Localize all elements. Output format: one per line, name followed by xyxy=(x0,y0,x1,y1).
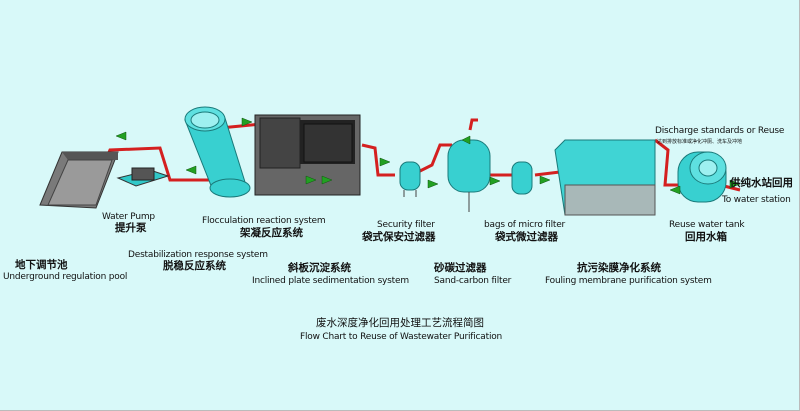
discharge-label-cn: 达到排放标准或净化冲厕、洗车及冲地 xyxy=(657,139,743,145)
sand-label-en: Sand-carbon filter xyxy=(434,276,512,286)
flocculation-label-cn: 架凝反应系统 xyxy=(240,227,303,239)
micro-filter xyxy=(511,161,533,195)
inclined-label-cn: 斜板沉淀系统 xyxy=(288,262,351,274)
security-label-en: Security filter xyxy=(377,220,435,230)
pipes xyxy=(93,118,741,192)
security-label-cn: 袋式保安过滤器 xyxy=(362,231,436,243)
pool-label-en: Underground regulation pool xyxy=(3,272,128,282)
membrane-label-cn: 抗污染膜净化系统 xyxy=(577,262,661,274)
water-pump xyxy=(116,167,170,187)
pump-label-en: Water Pump xyxy=(102,212,155,222)
membrane-system xyxy=(554,139,656,216)
pool-label-cn: 地下调节池 xyxy=(15,259,68,271)
sand-label-cn: 砂碳过滤器 xyxy=(434,262,487,274)
station-label-en: To water station xyxy=(722,195,791,205)
flow-arrows xyxy=(115,117,741,195)
diagram-title-en: Flow Chart to Reuse of Wastewater Purifi… xyxy=(300,332,503,342)
diagram-title-cn: 废水深度净化回用处理工艺流程简图 xyxy=(316,317,484,329)
destabilization-label-en: Destabilization response system xyxy=(128,250,268,260)
membrane-label-en: Fouling membrane purification system xyxy=(545,276,712,286)
underground-pool xyxy=(39,151,119,209)
reuse-water-tank xyxy=(677,151,727,203)
tank-label-en: Reuse water tank xyxy=(669,220,745,230)
sedimentation-tank xyxy=(254,114,361,196)
flocculation-label-en: Flocculation reaction system xyxy=(202,216,326,226)
micro-label-en: bags of micro filter xyxy=(484,220,566,230)
security-filter xyxy=(399,161,421,197)
sand-carbon-filter xyxy=(447,139,491,212)
tank-label-cn: 回用水箱 xyxy=(685,231,727,243)
pump-label-cn: 提升泵 xyxy=(115,222,147,234)
inclined-label-en: Inclined plate sedimentation system xyxy=(252,276,409,286)
discharge-label-en: Discharge standards or Reuse xyxy=(655,126,785,136)
station-label-cn: 供纯水站回用 xyxy=(730,177,793,189)
micro-label-cn: 袋式微过滤器 xyxy=(495,231,558,243)
destabilization-label-cn: 脱稳反应系统 xyxy=(163,260,226,272)
flocculation-column xyxy=(184,106,251,198)
